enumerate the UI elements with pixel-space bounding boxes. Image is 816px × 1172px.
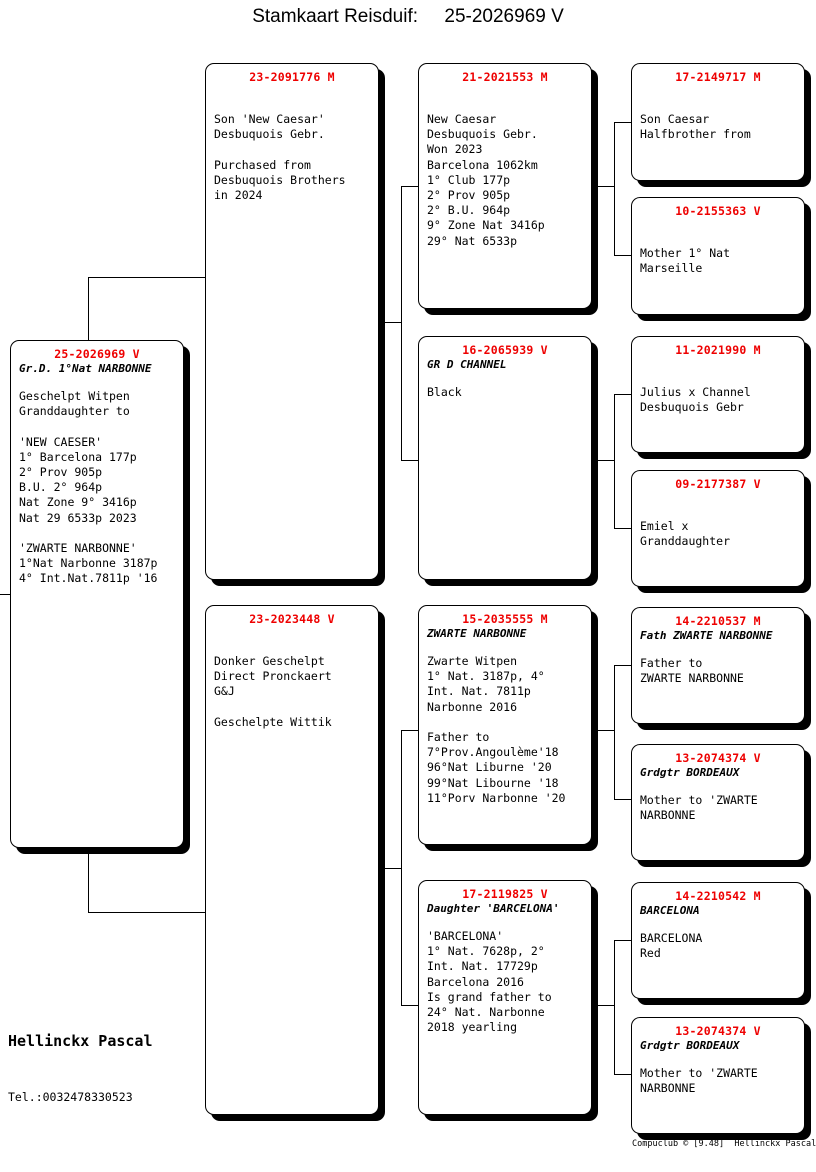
box-body: Mother to 'ZWARTE NARBONNE bbox=[640, 793, 758, 823]
box-body: Donker Geschelpt Direct Pronckaert G&J G… bbox=[214, 654, 332, 729]
ring-number: 14-2210537 M bbox=[675, 614, 761, 628]
connector-g2b-to-bottom bbox=[614, 528, 631, 529]
box-subtitle: GR D CHANNEL bbox=[427, 358, 507, 371]
pedigree-box-ggp-8[interactable]: 13-2074374 V Grdgtr BORDEAUX Mother to '… bbox=[631, 1017, 805, 1134]
connector-g2b-stub bbox=[598, 460, 614, 461]
connector-sire-stub bbox=[385, 322, 401, 323]
connector-dam-stub bbox=[385, 868, 401, 869]
pedigree-box-ggp-2[interactable]: 10-2155363 V Mother 1° Nat Marseille bbox=[631, 197, 805, 315]
ring-number: 09-2177387 V bbox=[675, 477, 761, 491]
connector-dam-vertical bbox=[401, 730, 402, 1005]
pedigree-box-granddam-maternal[interactable]: 17-2119825 V Daughter 'BARCELONA' 'BARCE… bbox=[418, 880, 592, 1115]
pedigree-box-granddam-paternal[interactable]: 16-2065939 V GR D CHANNEL Black bbox=[418, 336, 592, 580]
box-subtitle: Fath ZWARTE NARBONNE bbox=[640, 629, 773, 642]
connector-g2c-to-bottom bbox=[614, 799, 631, 800]
pedigree-box-ggp-1[interactable]: 17-2149717 M Son Caesar Halfbrother from bbox=[631, 63, 805, 181]
connector-g2a-stub bbox=[598, 186, 614, 187]
pedigree-box-grandsire-maternal[interactable]: 15-2035555 M ZWARTE NARBONNE Zwarte Witp… bbox=[418, 605, 592, 845]
box-body: Mother 1° Nat Marseille bbox=[640, 246, 731, 276]
connector-g2c-stub bbox=[598, 730, 614, 731]
ring-number: 11-2021990 M bbox=[675, 343, 761, 357]
box-body: BARCELONA Red bbox=[640, 931, 703, 961]
connector-g2c-vertical bbox=[614, 665, 615, 799]
pedigree-box-grandsire-paternal[interactable]: 21-2021553 M New Caesar Desbuquois Gebr.… bbox=[418, 63, 592, 309]
box-body: Black bbox=[427, 385, 462, 399]
connector-sire-to-gf bbox=[401, 186, 418, 187]
box-subtitle: Grdgtr BORDEAUX bbox=[640, 1039, 740, 1052]
connector-g2b-vertical bbox=[614, 394, 615, 528]
connector-g2b-to-top bbox=[614, 394, 631, 395]
box-subtitle: BARCELONA bbox=[640, 904, 700, 917]
owner-name: Hellinckx Pascal bbox=[8, 1032, 153, 1050]
ring-number: 15-2035555 M bbox=[462, 612, 548, 626]
owner-telephone: Tel.:0032478330523 bbox=[8, 1090, 133, 1104]
page-title: Stamkaart Reisduif: 25-2026969 V bbox=[252, 6, 564, 27]
pedigree-box-dam[interactable]: 23-2023448 V Donker Geschelpt Direct Pro… bbox=[205, 605, 379, 1115]
ring-number: 23-2091776 M bbox=[249, 70, 335, 84]
ring-number: 21-2021553 M bbox=[462, 70, 548, 84]
pedigree-box-ggp-6[interactable]: 13-2074374 V Grdgtr BORDEAUX Mother to '… bbox=[631, 744, 805, 861]
connector-g2a-vertical bbox=[614, 122, 615, 255]
connector-g2d-stub bbox=[598, 1005, 614, 1006]
connector-g2c-to-top bbox=[614, 665, 631, 666]
box-body: Son 'New Caesar' Desbuquois Gebr. Purcha… bbox=[214, 112, 346, 203]
box-body: Son Caesar Halfbrother from bbox=[640, 112, 751, 142]
connector-g2d-to-top bbox=[614, 940, 631, 941]
connector-dam-to-gm bbox=[401, 1005, 418, 1006]
connector-dam-to-gf bbox=[401, 730, 418, 731]
box-body: Emiel x Granddaughter bbox=[640, 519, 731, 549]
connector-subject-to-sire bbox=[88, 277, 205, 278]
pedigree-box-ggp-7[interactable]: 14-2210542 M BARCELONA BARCELONA Red bbox=[631, 882, 805, 999]
pedigree-box-subject[interactable]: 25-2026969 V Gr.D. 1°Nat NARBONNE Gesche… bbox=[10, 340, 184, 848]
box-subtitle: Gr.D. 1°Nat NARBONNE bbox=[19, 362, 152, 375]
ring-number: 10-2155363 V bbox=[675, 204, 761, 218]
ring-number: 25-2026969 V bbox=[54, 347, 140, 361]
box-body: Geschelpt Witpen Granddaughter to 'NEW C… bbox=[19, 389, 158, 586]
ring-number: 13-2074374 V bbox=[675, 1024, 761, 1038]
ring-number: 13-2074374 V bbox=[675, 751, 761, 765]
ring-number: 14-2210542 M bbox=[675, 889, 761, 903]
box-subtitle: ZWARTE NARBONNE bbox=[427, 627, 527, 640]
ring-number: 17-2119825 V bbox=[462, 887, 548, 901]
box-subtitle: Grdgtr BORDEAUX bbox=[640, 766, 740, 779]
box-body: Mother to 'ZWARTE NARBONNE bbox=[640, 1066, 758, 1096]
box-body: 'BARCELONA' 1° Nat. 7628p, 2° Int. Nat. … bbox=[427, 929, 552, 1035]
ring-number: 17-2149717 M bbox=[675, 70, 761, 84]
pedigree-box-ggp-5[interactable]: 14-2210537 M Fath ZWARTE NARBONNE Father… bbox=[631, 607, 805, 724]
software-credit: Compuclub © [9.48] Hellinckx Pascal bbox=[632, 1139, 816, 1149]
ring-number: 23-2023448 V bbox=[249, 612, 335, 626]
pedigree-box-ggp-4[interactable]: 09-2177387 V Emiel x Granddaughter bbox=[631, 470, 805, 587]
box-body: New Caesar Desbuquois Gebr. Won 2023 Bar… bbox=[427, 112, 545, 248]
box-body: Father to ZWARTE NARBONNE bbox=[640, 656, 744, 686]
box-subtitle: Daughter 'BARCELONA' bbox=[427, 902, 560, 915]
box-body: Zwarte Witpen 1° Nat. 3187p, 4° Int. Nat… bbox=[427, 654, 566, 805]
connector-subject-to-dam bbox=[88, 912, 205, 913]
pedigree-box-sire[interactable]: 23-2091776 M Son 'New Caesar' Desbuquois… bbox=[205, 63, 379, 580]
connector-g2a-to-bottom bbox=[614, 255, 631, 256]
connector-g2a-to-top bbox=[614, 122, 631, 123]
box-body: Julius x Channel Desbuquois Gebr bbox=[640, 385, 751, 415]
connector-sire-vertical bbox=[401, 186, 402, 460]
connector-g2d-to-bottom bbox=[614, 1074, 631, 1075]
pedigree-box-ggp-3[interactable]: 11-2021990 M Julius x Channel Desbuquois… bbox=[631, 336, 805, 453]
connector-subject-stub bbox=[0, 594, 12, 595]
connector-sire-to-gm bbox=[401, 460, 418, 461]
ring-number: 16-2065939 V bbox=[462, 343, 548, 357]
connector-g2d-vertical bbox=[614, 940, 615, 1074]
